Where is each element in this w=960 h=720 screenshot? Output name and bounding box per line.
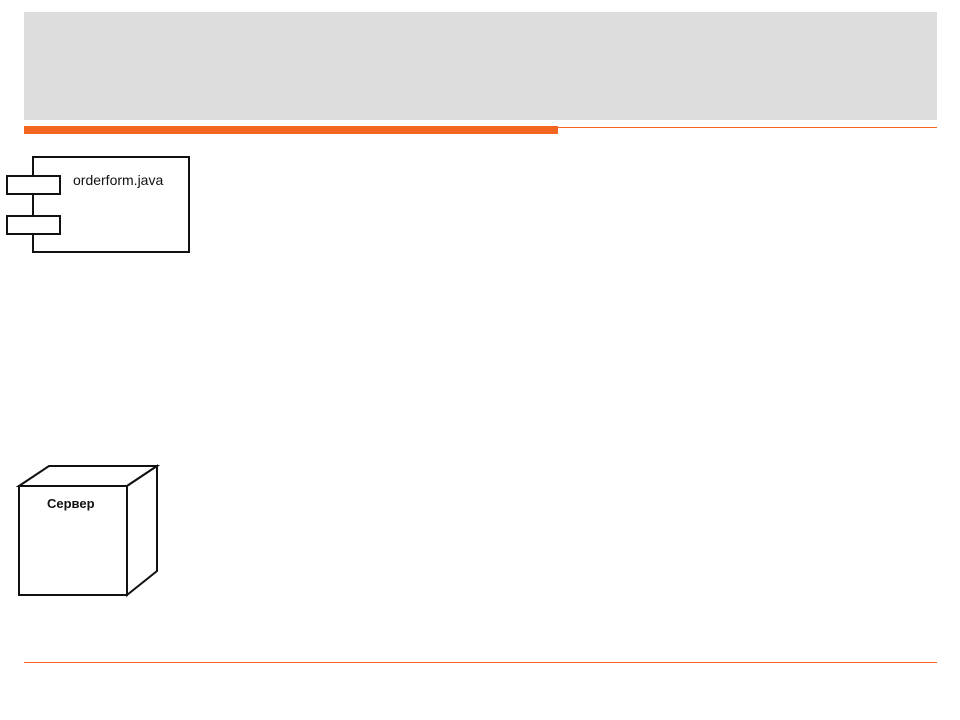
uml-component-figure: orderform.java — [0, 150, 198, 262]
uml-node-figure: Сервер — [0, 446, 184, 612]
node-front-face — [18, 485, 128, 596]
uml-node-cube-icon — [15, 464, 161, 598]
node-side-face — [126, 464, 158, 598]
accent-bar-thick — [24, 126, 558, 134]
component-port-top — [6, 175, 61, 195]
component-label: orderform.java — [73, 172, 164, 188]
footer-divider-line — [24, 662, 937, 663]
slide-title-band — [24, 12, 937, 120]
component-port-bottom — [6, 215, 61, 235]
uml-component-icon — [6, 156, 190, 253]
node-label: Сервер — [47, 496, 95, 511]
accent-line-thin — [558, 127, 937, 128]
component-body — [32, 156, 190, 253]
